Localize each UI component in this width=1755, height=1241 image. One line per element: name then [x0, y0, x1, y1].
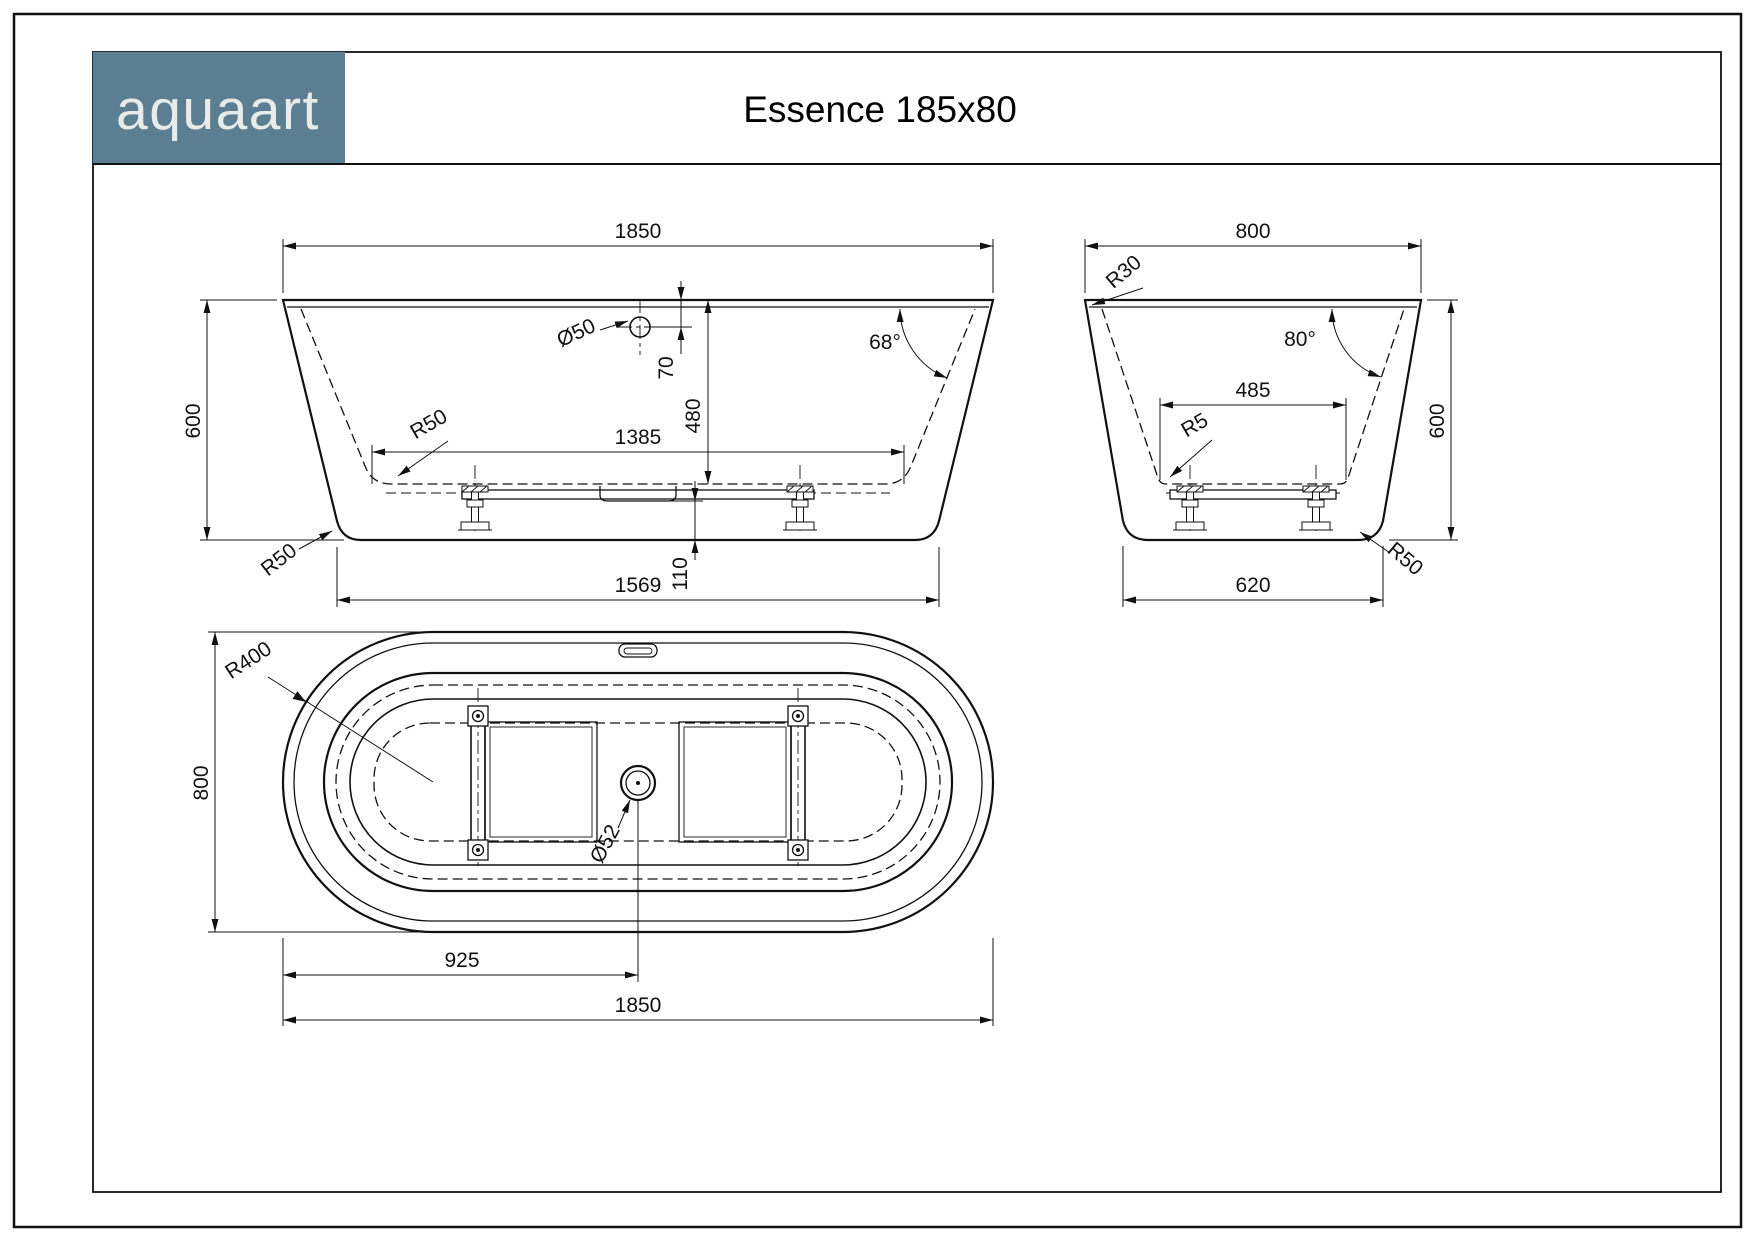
- dim-side-width-bottom: 620: [1122, 546, 1384, 607]
- inner-border: [92, 51, 1722, 1193]
- dim-label: 80°: [1284, 328, 1316, 351]
- support-frame: [461, 489, 815, 500]
- label-side-corner-radius: R50: [1359, 531, 1427, 580]
- dim-top-drain-offset: 925: [282, 938, 638, 1026]
- dim-label: R50: [406, 405, 451, 444]
- dim-label: 1569: [615, 574, 662, 597]
- dim-label: R400: [221, 637, 276, 684]
- label-side-inner-radius: R5: [1169, 409, 1213, 478]
- dim-front-wall-angle: 68°: [869, 308, 948, 379]
- dim-label: 925: [444, 949, 479, 972]
- dim-label: 620: [1235, 574, 1270, 597]
- overflow-slot-inner: [623, 647, 653, 655]
- dim-label: R5: [1177, 409, 1212, 442]
- drain-center: [636, 781, 640, 785]
- dim-label: 600: [1426, 403, 1449, 438]
- dim-front-width-top: 1850: [282, 220, 994, 293]
- inner-basin-hidden: [300, 308, 976, 485]
- dim-front-height-left: 600: [182, 299, 344, 541]
- tub-outline-side: [1083, 298, 1423, 542]
- mounting-bracket: [787, 687, 809, 869]
- dim-side-wall-angle: 80°: [1284, 308, 1382, 378]
- drain-hole-top-inner: [625, 770, 651, 796]
- dim-label: 68°: [869, 331, 901, 354]
- sheet-title: Essence 185x80: [743, 89, 1017, 130]
- dim-label: 800: [190, 765, 213, 800]
- dim-label: 110: [669, 557, 692, 590]
- inner-basin-hidden: [1101, 308, 1405, 485]
- dim-label: 1850: [615, 994, 662, 1017]
- logo-text: aquaart: [116, 78, 320, 142]
- label-front-inner-radius: R50: [397, 405, 451, 477]
- label-front-corner-radius: R50: [257, 530, 333, 581]
- dim-side-height-right: 600: [1389, 299, 1458, 541]
- front-view: 1850 600 R50 Ø50 70 480: [182, 220, 995, 607]
- tub-outline-front: [281, 298, 995, 542]
- drain-recess: [599, 486, 677, 502]
- top-view: Ø52 R400 800 925 1850: [190, 630, 995, 1026]
- header: aquaart Essence 185x80: [93, 52, 1721, 165]
- outer-border: [12, 12, 1743, 1229]
- sheet-border: [12, 12, 1743, 1229]
- dim-front-drain-depth: 70: [652, 281, 692, 380]
- frame-rail-right-inner: [683, 726, 787, 838]
- dim-label: R50: [257, 539, 302, 581]
- label-front-drain: Ø50: [553, 314, 629, 352]
- dim-front-inner-bottom-width: 1385: [371, 426, 905, 484]
- dim-label: 800: [1235, 220, 1270, 243]
- support-frame: [1169, 489, 1337, 500]
- dim-label: 485: [1235, 379, 1270, 402]
- overflow-slot: [618, 643, 658, 658]
- dim-label: 480: [682, 398, 705, 433]
- dim-label: R50: [1383, 538, 1427, 580]
- dim-front-base-height: 110: [669, 481, 703, 591]
- mounting-bracket: [467, 687, 489, 869]
- basin-flat-bottom-hidden: [373, 722, 903, 842]
- frame-rail-left-inner: [489, 726, 593, 838]
- dim-label: R30: [1102, 251, 1146, 293]
- dim-top-width-overall: 800: [190, 631, 436, 933]
- drain-hole-top: [619, 764, 657, 802]
- dim-front-inner-depth: 480: [682, 300, 712, 484]
- dim-side-inner-bottom-width: 485: [1159, 379, 1347, 480]
- dim-top-length-overall: 1850: [283, 938, 994, 1026]
- dim-front-width-bottom: 1569: [336, 547, 940, 607]
- side-view: 800 R30 80° 485 R5 600 R50: [1083, 220, 1458, 607]
- frame-rail-left: [484, 721, 598, 843]
- dim-label: 1850: [615, 220, 662, 243]
- dim-label: Ø50: [553, 314, 599, 352]
- dim-side-width-top: 800: [1084, 220, 1422, 293]
- dim-label: 70: [655, 356, 678, 379]
- frame-rail-right: [678, 721, 792, 843]
- logo-box: [93, 52, 345, 164]
- label-side-rim-radius: R30: [1091, 251, 1146, 306]
- dim-label: 600: [182, 403, 205, 438]
- dim-label: 1385: [615, 426, 662, 449]
